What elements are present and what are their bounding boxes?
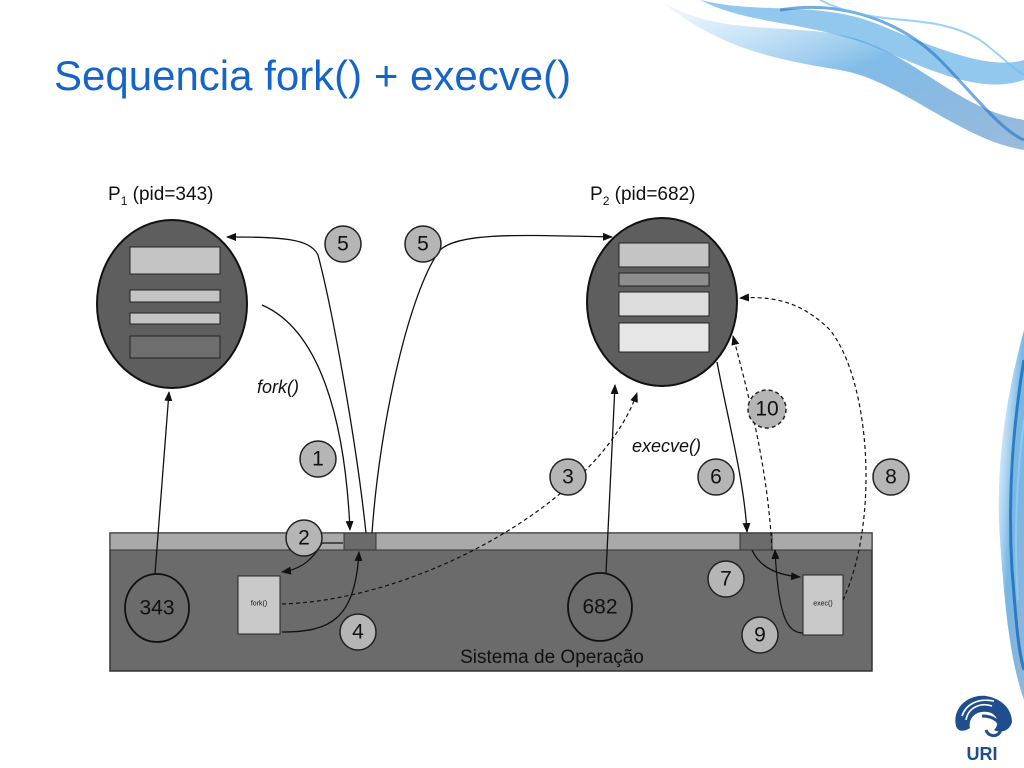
- p2-memory-segment: [618, 291, 710, 317]
- svg-text:5: 5: [337, 233, 349, 256]
- process-p1: [96, 219, 248, 389]
- arrow-step5-to-p1: [226, 233, 367, 534]
- p1-memory-segment: [129, 312, 221, 325]
- step-badge: 5: [324, 225, 362, 263]
- step-badge: 10: [747, 389, 787, 429]
- svg-text:2: 2: [298, 527, 310, 550]
- svg-text:5: 5: [417, 233, 429, 256]
- step-badge: 7: [707, 560, 745, 598]
- p2-memory-segment: [618, 272, 710, 287]
- fork-box: [237, 575, 281, 635]
- step-badge: 6: [697, 458, 735, 496]
- svg-text:1: 1: [312, 448, 324, 471]
- p1-label: P1 (pid=343): [108, 184, 213, 208]
- arrow-pid-to-p2: [605, 384, 619, 574]
- arrow-step3-dashed: [281, 392, 638, 605]
- step-badge: 2: [285, 519, 323, 557]
- logo-text: URI: [967, 744, 998, 764]
- p2-memory-segment: [618, 242, 710, 268]
- p2-label: P2 (pid=682): [590, 184, 695, 208]
- pid-ellipse-p2: [567, 572, 633, 642]
- arrow-step9: [771, 549, 804, 634]
- step-badge: 9: [741, 616, 779, 654]
- slide-title: Sequencia fork() + execve(): [54, 52, 572, 99]
- step-badge: 1: [299, 440, 337, 478]
- p1-memory-segment: [129, 246, 221, 275]
- svg-text:9: 9: [754, 624, 766, 647]
- uri-logo: URI: [955, 695, 1012, 764]
- p1-memory-segment: [129, 289, 221, 303]
- svg-text:7: 7: [720, 568, 732, 591]
- execve-call-label: execve(): [632, 436, 701, 456]
- pid-ellipse-p1: [124, 573, 190, 643]
- step-badge: 3: [549, 458, 587, 496]
- fork-box-label: fork(): [251, 601, 267, 608]
- exec-box: [802, 574, 844, 636]
- arrow-pid-to-p1: [154, 391, 173, 575]
- svg-text:4: 4: [352, 621, 364, 644]
- p2-memory-segment: [618, 322, 710, 353]
- step-badge: 5: [404, 225, 442, 263]
- exec-box-label: exec(): [813, 601, 832, 608]
- arrow-step4: [281, 551, 363, 633]
- step-badge: 8: [872, 458, 910, 496]
- arrow-step1-fork: [261, 304, 354, 531]
- arrow-step8-dashed: [739, 293, 867, 601]
- os-bar-slot-right: [739, 532, 773, 551]
- svg-text:6: 6: [710, 466, 722, 489]
- arrow-step6: [716, 361, 751, 533]
- svg-text:10: 10: [755, 398, 778, 421]
- fork-call-label: fork(): [257, 377, 299, 397]
- svg-text:3: 3: [562, 466, 574, 489]
- pid-value-p1: 343: [139, 597, 174, 620]
- os-bar-slot-left: [343, 532, 377, 551]
- pid-value-p2: 682: [582, 596, 617, 619]
- arrow-step7: [751, 549, 801, 581]
- os-label: Sistema de Operação: [460, 647, 644, 668]
- step-badge: 4: [339, 613, 377, 651]
- svg-text:8: 8: [885, 466, 897, 489]
- p1-memory-segment: [129, 335, 221, 359]
- os-box: [109, 532, 873, 672]
- arrow-step10-dashed: [731, 335, 773, 551]
